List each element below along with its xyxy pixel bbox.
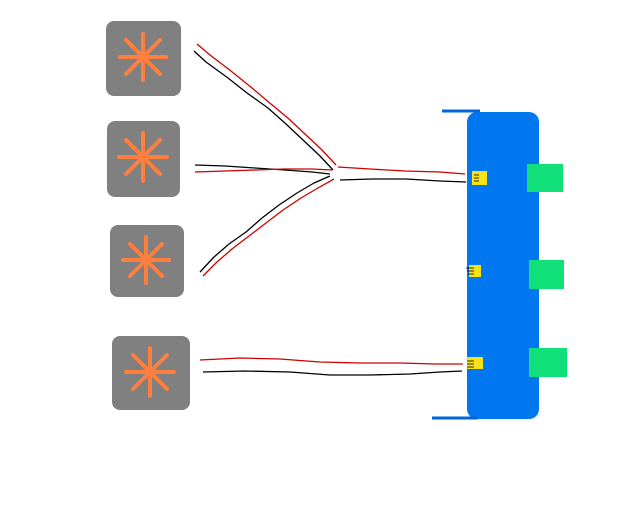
wire-black-merged — [339, 178, 467, 183]
distribution-panel — [432, 109, 539, 420]
panel-body — [467, 112, 539, 419]
wire-bundle — [193, 43, 467, 277]
device-box-1 — [106, 21, 181, 96]
device-box-2 — [107, 121, 180, 197]
asterisk-icon — [124, 346, 176, 398]
device-box-3 — [110, 225, 184, 297]
wire-red-device-1 — [196, 43, 337, 166]
asterisk-icon — [121, 235, 171, 285]
asterisk-icon — [118, 32, 168, 82]
port-3 — [529, 348, 567, 377]
device-box-4 — [112, 336, 190, 410]
wire-run-device-4 — [199, 357, 463, 376]
port-1 — [527, 164, 563, 192]
wire-red-device-2 — [194, 168, 333, 173]
port-2 — [529, 260, 564, 289]
wire-red-merged — [337, 166, 466, 175]
wire-black-device-1 — [193, 50, 334, 171]
connector-2 — [466, 265, 481, 277]
wire-black-device-3 — [199, 175, 331, 273]
wire-black-device-4 — [202, 370, 463, 376]
asterisk-icon — [117, 131, 169, 183]
connector-1 — [472, 171, 487, 185]
connector-3 — [467, 357, 483, 369]
wire-red-device-4 — [199, 357, 463, 365]
wire-red-device-3 — [202, 178, 335, 277]
